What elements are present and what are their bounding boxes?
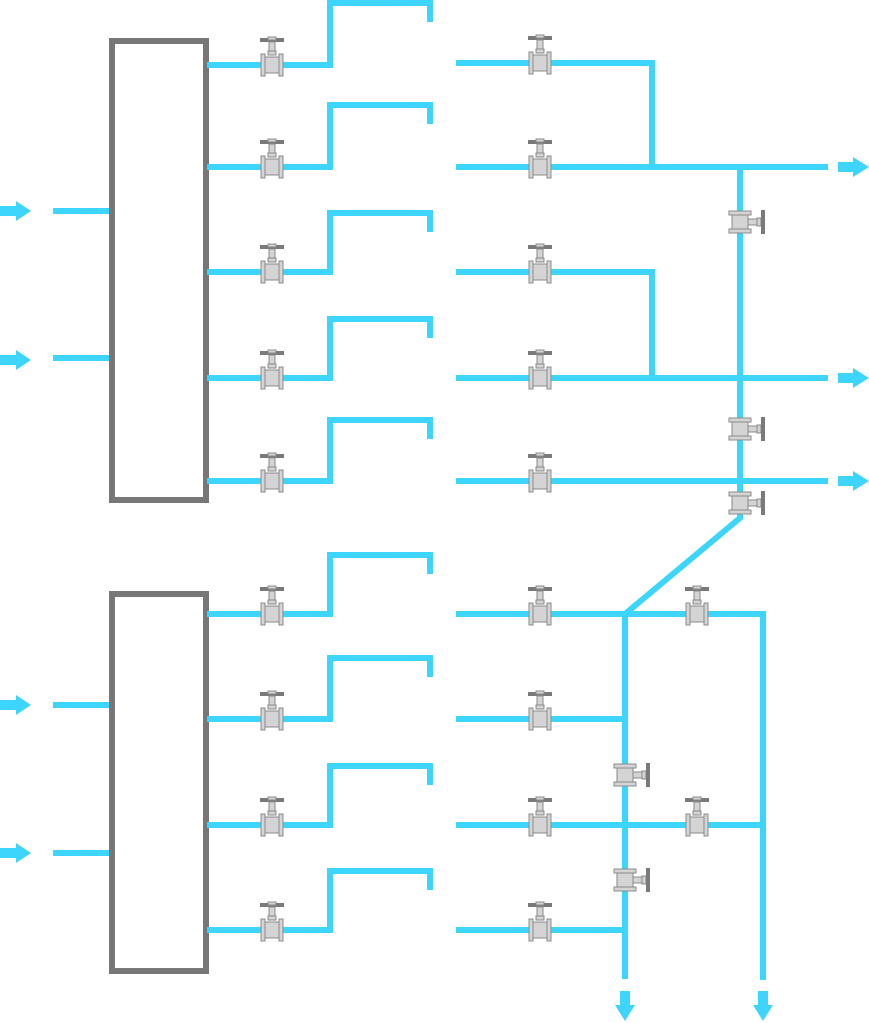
bypass-valve-icon[interactable] [613,762,651,788]
gate-valve-icon[interactable] [259,796,285,837]
gate-valve-icon[interactable] [259,901,285,942]
tank-upper [109,38,209,503]
gate-valve-icon[interactable] [527,452,553,493]
distribution-pipe [456,269,655,378]
gate-valve-icon[interactable] [527,349,553,390]
gate-valve-icon[interactable] [259,36,285,77]
branch-valve-icon[interactable] [684,796,710,837]
tank-outlet-pipe [207,0,433,68]
tank-outlet-pipe [207,210,433,275]
bypass-valve-icon[interactable] [728,209,766,235]
main-riser [623,167,743,617]
inlet-arrow-icon [0,695,31,715]
gate-valve-icon[interactable] [527,585,553,626]
tank-outlet-pipe [207,552,433,617]
outlet-arrow-right-icon [838,471,869,491]
outlet-arrow-right-icon [838,157,869,177]
inlet-arrow-icon [0,201,31,221]
gate-valve-icon[interactable] [527,138,553,179]
gate-valve-icon[interactable] [527,34,553,75]
tank-outlet-pipe [207,655,433,722]
outlet-arrow-down-icon [753,991,773,1021]
outlet-group [615,157,869,1021]
gate-valve-icon[interactable] [259,138,285,179]
valves [259,34,766,942]
inlet-arrow-icon [0,350,31,370]
inlet-group [0,201,109,863]
distribution-pipe [456,611,766,980]
gate-valve-icon[interactable] [527,690,553,731]
tank-outlet-pipe [207,316,433,381]
gate-valve-icon[interactable] [527,796,553,837]
bypass-valve-icon[interactable] [613,867,651,893]
bypass-valve-icon[interactable] [728,416,766,442]
gate-valve-icon[interactable] [259,690,285,731]
outlet-arrow-right-icon [838,368,869,388]
tank-outlet-pipe [207,763,433,828]
gate-valve-icon[interactable] [259,585,285,626]
tank-outlet-pipe [207,868,433,933]
tank-lower [109,591,209,974]
outlet-arrow-down-icon [615,991,635,1021]
gate-valve-icon[interactable] [259,349,285,390]
gate-valve-icon[interactable] [527,243,553,284]
branch-valve-icon[interactable] [684,585,710,626]
gate-valve-icon[interactable] [259,243,285,284]
tank-outlet-lines [207,0,433,933]
inlet-arrow-icon [0,843,31,863]
distribution-network [456,60,828,980]
tank-outlet-pipe [207,102,433,170]
tank-outlet-pipe [207,417,433,484]
distribution-pipe [456,60,655,167]
bypass-valve-icon[interactable] [728,490,766,516]
gate-valve-icon[interactable] [259,452,285,493]
gate-valve-icon[interactable] [527,901,553,942]
